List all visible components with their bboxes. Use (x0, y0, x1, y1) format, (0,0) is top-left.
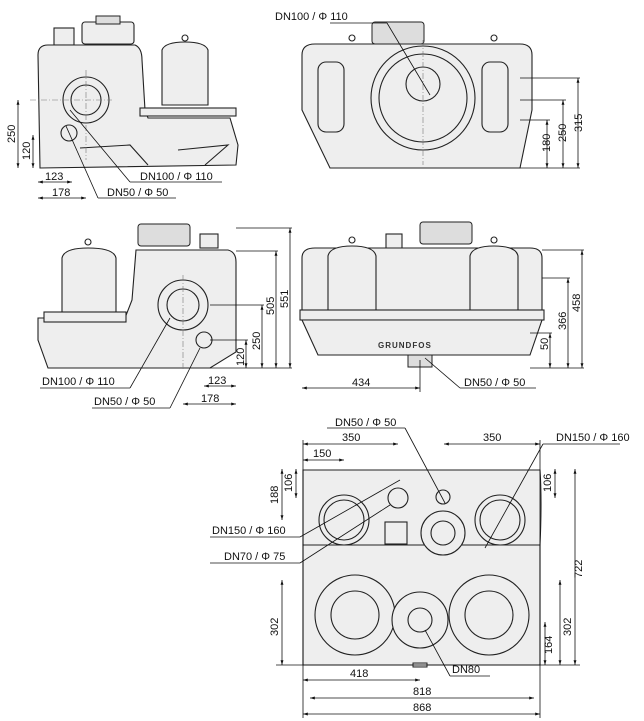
label-inlet-dn100: DN100 / Φ 110 (275, 11, 348, 23)
side-view-right: 505 551 250 120 123 178 DN100 / Φ 110 DN… (37, 223, 292, 409)
label-vent-dn50: DN50 / Φ 50 (107, 187, 168, 199)
dim-250: 250 (6, 125, 18, 143)
dim-106-left: 106 (283, 474, 295, 492)
front-view: GRUNDFOS 458 366 50 434 DN50 / Φ 50 (299, 221, 584, 392)
label-inlet-dn150-right: DN150 / Φ 160 (556, 432, 630, 444)
dim-722: 722 (573, 560, 585, 578)
dim-188: 188 (269, 486, 281, 504)
dim-868: 868 (413, 702, 431, 714)
dim-120: 120 (235, 348, 247, 366)
dim-505: 505 (265, 297, 277, 315)
dim-50: 50 (539, 338, 551, 350)
label-inlet-dn100: DN100 / Φ 110 (140, 171, 213, 183)
dim-178: 178 (52, 187, 70, 199)
dim-180: 180 (541, 134, 553, 152)
label-outlet-dn80: DN80 (452, 664, 480, 676)
dim-150: 150 (313, 448, 331, 460)
label-port-dn70: DN70 / Φ 75 (224, 551, 285, 563)
grundfos-logo: GRUNDFOS (378, 341, 432, 350)
dim-106-right: 106 (542, 474, 554, 492)
dim-458: 458 (571, 294, 583, 312)
dim-350-left: 350 (342, 432, 360, 444)
dim-250: 250 (251, 332, 263, 350)
dim-818: 818 (413, 686, 431, 698)
svg-text:GRUNDFOS: GRUNDFOS (378, 341, 432, 350)
dim-164: 164 (543, 636, 555, 654)
label-vent-dn50: DN50 / Φ 50 (335, 417, 396, 429)
dim-178: 178 (201, 393, 219, 405)
dim-123: 123 (45, 171, 63, 183)
side-view-left: 250 120 123 178 DN100 / Φ 110 DN50 / Φ 5… (6, 15, 239, 200)
plan-view: DN50 / Φ 50 350 350 DN150 / Φ 160 150 10… (210, 417, 630, 718)
label-vent-dn50: DN50 / Φ 50 (464, 377, 525, 389)
label-inlet-dn150-left: DN150 / Φ 160 (212, 525, 286, 537)
dim-302-right: 302 (562, 618, 574, 636)
dim-551: 551 (279, 290, 291, 308)
dim-418: 418 (350, 668, 368, 680)
dim-120: 120 (21, 142, 33, 160)
dim-434: 434 (352, 377, 370, 389)
dim-250: 250 (557, 124, 569, 142)
label-vent-dn50: DN50 / Φ 50 (94, 396, 155, 408)
dim-302-left: 302 (269, 618, 281, 636)
dim-315: 315 (573, 114, 585, 132)
dim-366: 366 (557, 312, 569, 330)
label-inlet-dn100: DN100 / Φ 110 (42, 376, 115, 388)
front-view-top: DN100 / Φ 110 180 250 315 (275, 11, 585, 169)
dim-123: 123 (208, 375, 226, 387)
dim-350-right: 350 (483, 432, 501, 444)
